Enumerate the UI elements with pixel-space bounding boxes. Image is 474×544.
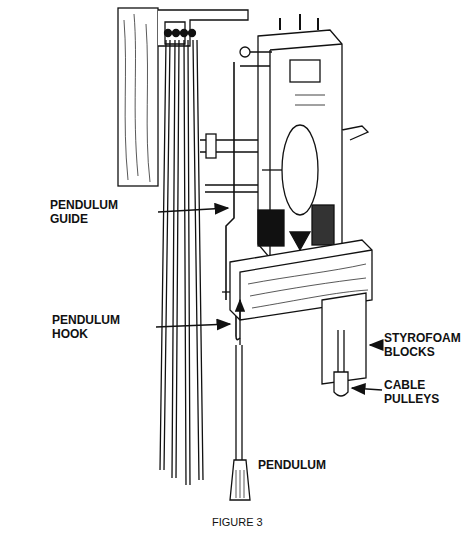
part-label: PENDULUM GUIDE — [50, 198, 150, 226]
part-label: PENDULUM — [258, 458, 348, 472]
part-label: CABLE PULLEYS — [384, 378, 470, 406]
figure-caption: FIGURE 3 — [212, 516, 263, 528]
part-label: PENDULUM HOOK — [52, 313, 152, 341]
part-label: STYROFOAM BLOCKS — [384, 331, 470, 359]
